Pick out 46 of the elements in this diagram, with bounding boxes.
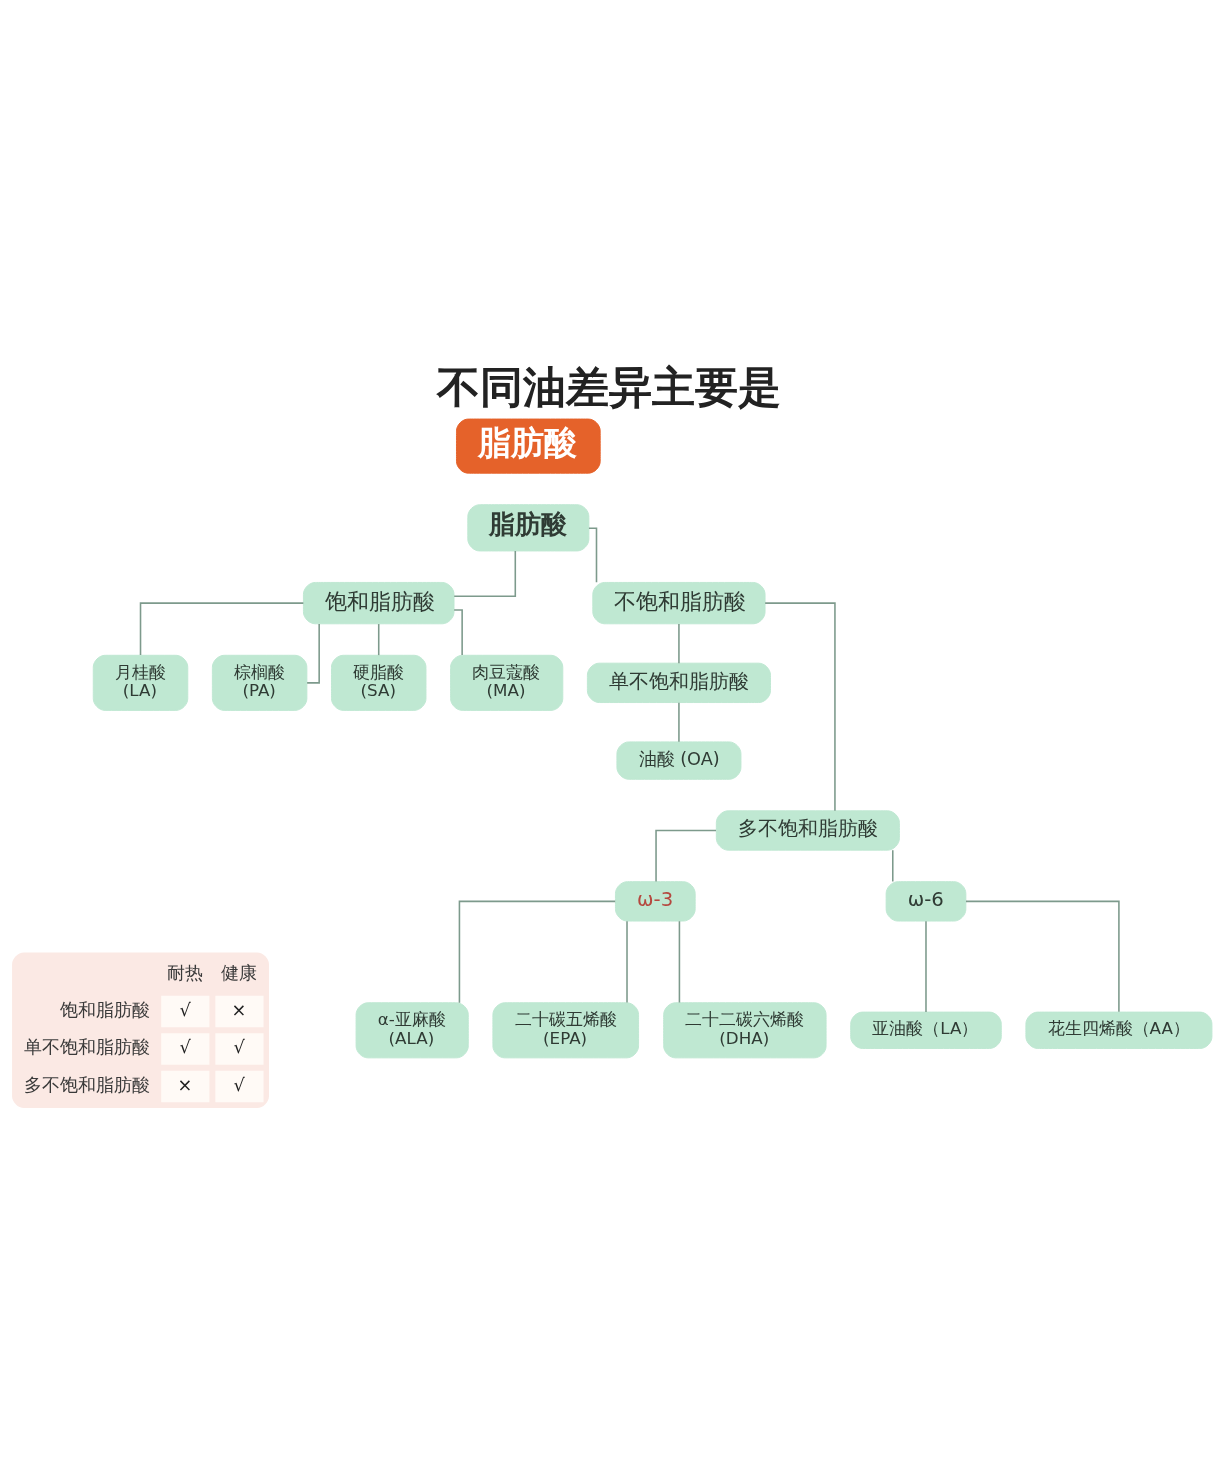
connector	[678, 919, 681, 1003]
connector	[588, 527, 598, 583]
connector	[965, 900, 1120, 1013]
node-box: 不饱和脂肪酸	[592, 581, 766, 624]
label: √	[233, 1036, 245, 1057]
label: √	[179, 1036, 191, 1057]
label: 耐热	[167, 962, 204, 983]
connector	[764, 601, 836, 811]
node-box: 多不饱和脂肪酸	[715, 809, 900, 851]
connector	[678, 622, 680, 664]
node-box: 月桂酸 (LA)	[92, 654, 189, 711]
node-box: 脂肪酸	[456, 418, 601, 474]
node-box: 单不饱和脂肪酸	[586, 662, 771, 703]
node-box: ω-6	[885, 880, 967, 922]
node-box: 二十碳五烯酸 (EPA)	[492, 1001, 640, 1058]
label: 多不饱和脂肪酸	[24, 1074, 151, 1095]
node-box: 饱和脂肪酸	[302, 581, 455, 624]
label: √	[233, 1074, 245, 1095]
label: 健康	[221, 962, 258, 983]
connector	[458, 900, 616, 1003]
label: √	[179, 999, 191, 1020]
node-box: 油酸 (OA)	[616, 740, 742, 780]
node-box: 花生四烯酸（AA）	[1025, 1011, 1213, 1049]
node-box: 亚油酸（LA）	[850, 1011, 1002, 1049]
connector	[453, 549, 517, 597]
connector	[306, 622, 320, 684]
node-box: α-亚麻酸 (ALA)	[355, 1001, 469, 1058]
connector	[892, 848, 894, 882]
node-box: 脂肪酸	[467, 503, 590, 551]
connector	[655, 829, 717, 882]
connector	[678, 701, 680, 742]
label: 饱和脂肪酸	[59, 999, 150, 1020]
label: ×	[231, 999, 247, 1020]
connector	[453, 608, 463, 656]
connector	[626, 919, 628, 1003]
node-box: 二十二碳六烯酸 (DHA)	[663, 1001, 827, 1058]
node-box: ω-3	[614, 880, 696, 922]
label: ×	[177, 1074, 193, 1095]
node-box: 棕榈酸 (PA)	[211, 654, 308, 711]
node-box: 肉豆蔻酸 (MA)	[450, 654, 564, 711]
connector	[139, 601, 305, 656]
connector	[925, 919, 927, 1013]
node-box: 硬脂酸 (SA)	[331, 654, 427, 711]
label: 单不饱和脂肪酸	[24, 1036, 151, 1057]
diagram-title: 不同油差异主要是	[437, 361, 782, 412]
connector	[377, 622, 380, 656]
